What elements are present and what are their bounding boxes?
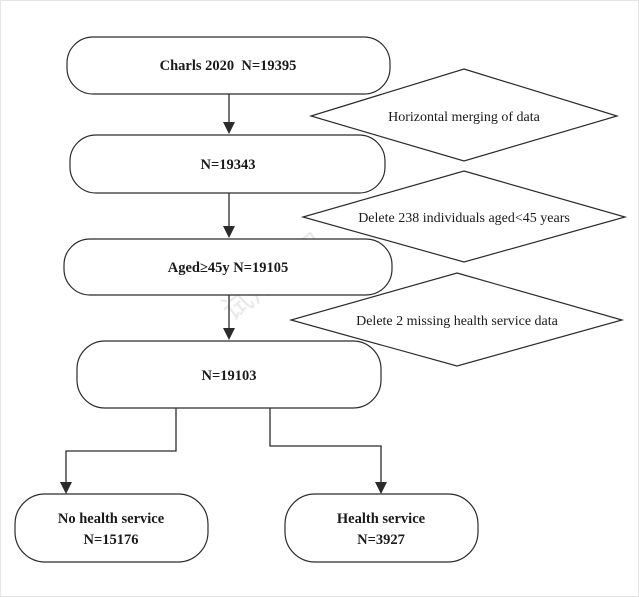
outcome-title: No health service <box>58 511 165 527</box>
step-box-merged: N=19343 <box>69 134 386 194</box>
step-label: N=19103 <box>202 368 257 384</box>
arrow-step3-to-step4 <box>223 295 235 340</box>
step-label: N=19343 <box>201 157 256 173</box>
note-label: Delete 238 individuals aged<45 years <box>358 211 570 226</box>
note-diamond-missing-exclusion: Delete 2 missing health service data <box>288 272 625 367</box>
outcome-box-no-health-service: No health service N=15176 <box>14 493 209 563</box>
note-diamond-merging: Horizontal merging of data <box>308 68 620 162</box>
outcome-count: N=3927 <box>357 532 405 548</box>
outcome-count: N=15176 <box>84 532 139 548</box>
arrow-step2-to-step3 <box>223 193 235 238</box>
step-box-final-sample: N=19103 <box>76 340 382 409</box>
note-label: Horizontal merging of data <box>388 110 541 125</box>
arrow-step4-to-health-service <box>269 408 387 494</box>
note-diamond-age-exclusion: Delete 238 individuals aged<45 years <box>300 170 628 263</box>
arrow-step4-to-no-health-service <box>60 408 177 494</box>
arrow-step1-to-step2 <box>223 94 235 134</box>
step-label: Charls 2020 N=19395 <box>160 58 297 74</box>
step-box-charls-2020: Charls 2020 N=19395 <box>66 36 391 95</box>
step-label: Aged≥45y N=19105 <box>168 260 289 276</box>
note-label: Delete 2 missing health service data <box>356 314 559 329</box>
step-box-aged-45: Aged≥45y N=19105 <box>63 238 393 296</box>
outcome-title: Health service <box>337 511 426 527</box>
outcome-box-health-service: Health service N=3927 <box>284 493 479 563</box>
